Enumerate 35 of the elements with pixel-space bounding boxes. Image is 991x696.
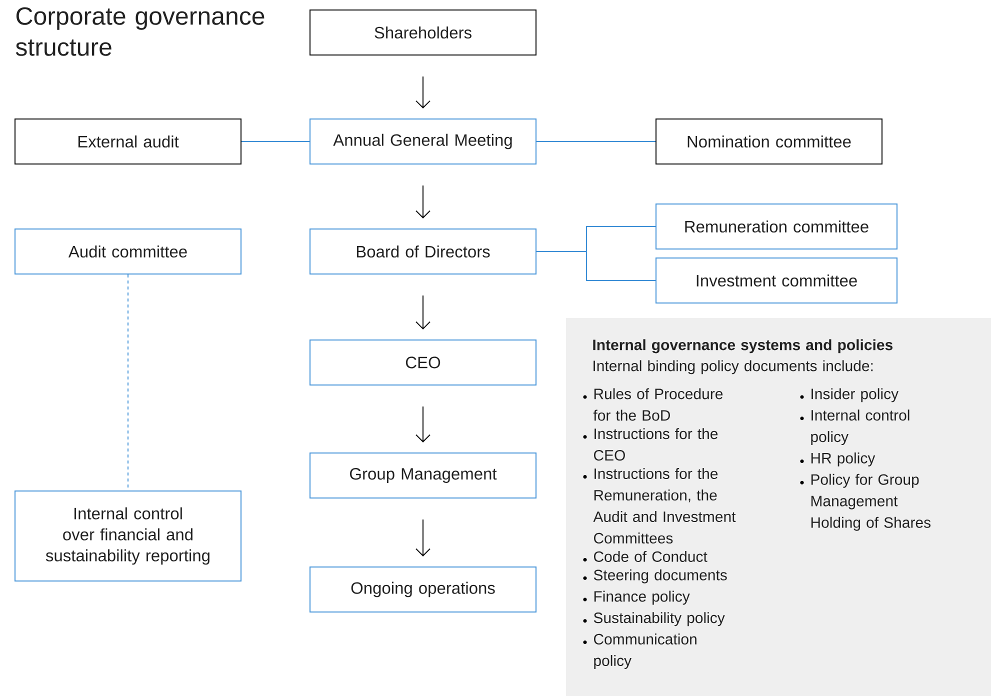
process-box: Investment committee xyxy=(656,258,898,304)
process-box: Board of Directors xyxy=(310,228,536,274)
process-box: Audit committee xyxy=(14,228,242,274)
list-item: Finance policy xyxy=(594,590,690,605)
list-item: Instructions for the Remuneration, the Audit and Investment Committees xyxy=(593,468,736,544)
process-box: External audit xyxy=(14,118,242,164)
panel-text: Internal binding policy documents include: xyxy=(594,360,873,374)
list-item: Steering documents xyxy=(594,569,727,584)
process-box: Shareholders xyxy=(310,10,536,56)
arrow xyxy=(416,295,430,330)
process-box: Remuneration committee xyxy=(656,204,898,250)
list-item: Rules of Procedure for the BoD xyxy=(593,388,723,421)
list-item: Code of Conduct xyxy=(594,550,708,562)
list-item: Instructions for the CEO xyxy=(594,428,718,461)
connector-line xyxy=(536,251,656,281)
process-box: Group Management xyxy=(310,452,536,498)
list-item: Sustainability policy xyxy=(594,612,725,626)
process-box: CEO xyxy=(310,340,536,386)
process-box: Internal control over financial and sustainability reporting xyxy=(14,490,242,582)
connector-line xyxy=(241,141,310,142)
arrow xyxy=(416,185,430,218)
panel-heading: Internal governance systems and policies xyxy=(593,339,892,354)
process-box: Nomination committee xyxy=(656,118,882,164)
list-item: Communication policy xyxy=(594,634,696,669)
list-item: Insider policy xyxy=(812,388,899,402)
list-item: Policy for Group Management Holding of Shares xyxy=(811,474,931,531)
list-item: HR policy xyxy=(811,452,876,466)
connector-line xyxy=(536,141,656,142)
process-box: Annual General Meeting xyxy=(310,118,536,164)
arrow xyxy=(416,76,430,108)
arrow xyxy=(416,406,430,442)
list-item: Internal control policy xyxy=(811,410,910,446)
title: Corporate governance structure xyxy=(16,7,264,56)
process-box: Ongoing operations xyxy=(310,566,536,612)
arrow xyxy=(416,519,430,556)
